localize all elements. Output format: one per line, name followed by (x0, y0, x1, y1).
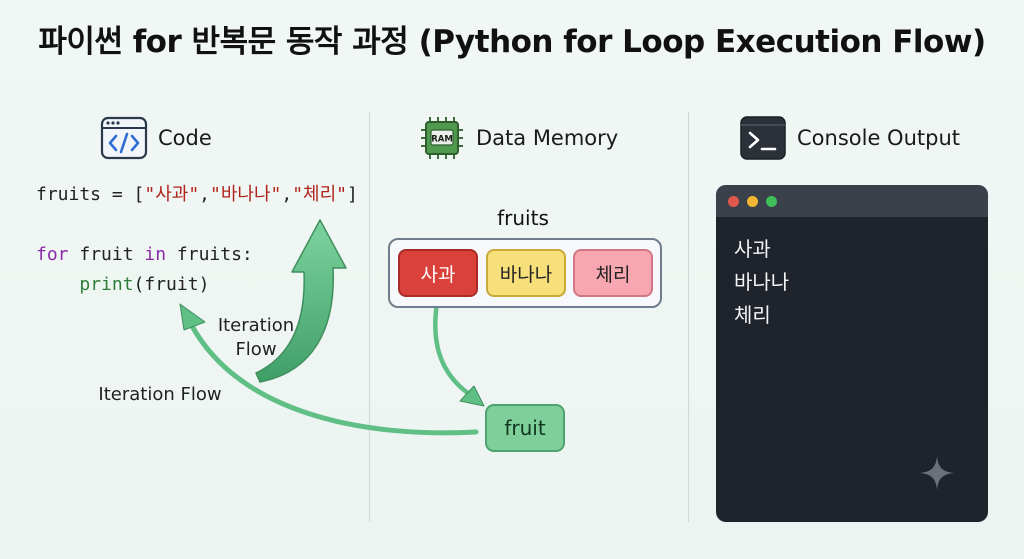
console-output-lines: 사과 바나나 체리 (734, 233, 789, 332)
code-icon (100, 114, 148, 162)
console-column-label: Console Output (797, 126, 960, 150)
iteration-flow-label-upper: Iteration Flow (217, 315, 295, 360)
sparkle-icon (919, 455, 955, 491)
code-column-header: Code (100, 114, 212, 162)
close-dot-icon (728, 196, 739, 207)
assign-arrow-head (459, 385, 485, 407)
console-column-header: Console Output (739, 114, 960, 162)
terminal-icon (739, 114, 787, 162)
list-variable-name: fruits (497, 206, 549, 230)
console-window: 사과 바나나 체리 (716, 185, 988, 522)
minimize-dot-icon (747, 196, 758, 207)
loop-variable-box: fruit (485, 404, 565, 452)
console-line: 사과 (734, 237, 771, 261)
code-column-label: Code (158, 126, 212, 150)
code-block: fruits = ["사과","바나나","체리"] for fruit in … (36, 180, 358, 300)
code-line-print: print(fruit) (79, 274, 210, 295)
ram-chip-icon: RAM (418, 114, 466, 162)
code-string-item: "바나나" (210, 184, 282, 205)
function-print: print (79, 274, 134, 295)
maximize-dot-icon (766, 196, 777, 207)
list-item-apple: 사과 (398, 249, 478, 297)
console-line: 바나나 (734, 270, 790, 294)
column-divider-left (369, 112, 370, 522)
console-line: 체리 (734, 303, 771, 327)
diagram-title: 파이썬 for 반복문 동작 과정 (Python for Loop Execu… (38, 24, 986, 60)
list-item-banana: 바나나 (486, 249, 566, 297)
code-string-item: "사과" (144, 184, 200, 205)
ram-chip-text: RAM (431, 135, 453, 145)
iteration-flow-label-lower: Iteration Flow (98, 384, 222, 405)
code-string-item: "체리" (292, 184, 348, 205)
code-line-for: for fruit in fruits: (36, 244, 253, 265)
column-divider-right (688, 112, 689, 522)
list-item-cherry: 체리 (573, 249, 653, 297)
code-line-list: fruits = ["사과","바나나","체리"] (36, 184, 358, 205)
console-title-bar (716, 185, 988, 217)
assign-arrow (433, 300, 475, 399)
iteration-arrow-lower-head (179, 303, 206, 331)
memory-column-header: RAM Data Memory (418, 114, 618, 162)
keyword-for: for (36, 244, 69, 265)
memory-column-label: Data Memory (476, 126, 619, 150)
keyword-in: in (144, 244, 167, 265)
